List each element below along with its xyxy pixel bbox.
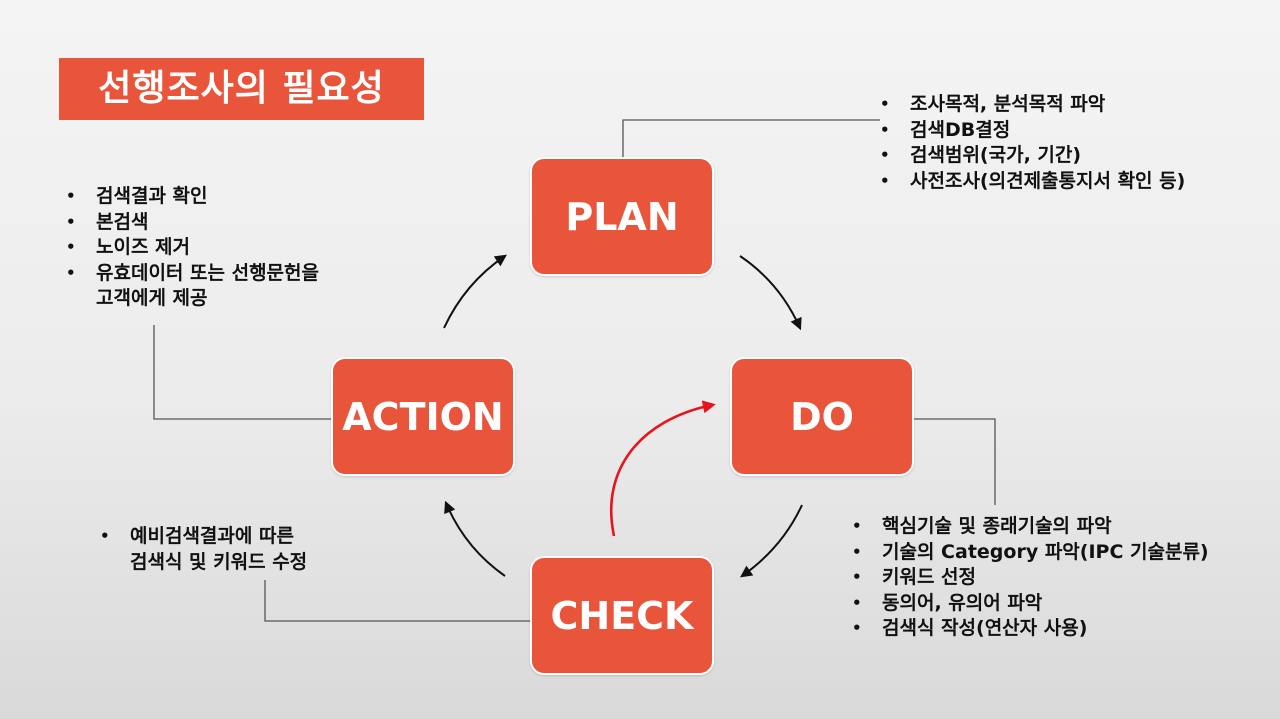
arrow-do-to-check [740, 504, 803, 578]
arrow-plan-to-do [739, 255, 802, 331]
action-note-item: 노이즈 제거 [66, 235, 319, 261]
do-connector-line [914, 418, 996, 505]
do-note-item: 기술의 Category 파악(IPC 기술분류) [852, 540, 1209, 566]
stage-check: CHECK [530, 556, 714, 675]
action-note-item-continuation: 고객에게 제공 [96, 287, 208, 309]
check-note-item: 예비검색결과에 따른 [100, 524, 307, 550]
action-note-item: 검색결과 확인 [66, 184, 319, 210]
action-connector-line [153, 325, 331, 420]
plan-connector-line [622, 119, 880, 157]
do-note-item: 동의어, 유의어 파악 [852, 591, 1209, 617]
page-title: 선행조사의 필요성 [59, 58, 424, 120]
do-note-item: 검색식 작성(연산자 사용) [852, 616, 1209, 642]
action-note-item: 본검색 [66, 210, 319, 236]
do-note-item: 핵심기술 및 종래기술의 파악 [852, 514, 1209, 540]
check-note-item-continuation: 검색식 및 키워드 수정 [130, 550, 308, 573]
plan-notes-list: 조사목적, 분석목적 파악 검색DB결정 검색범위(국가, 기간) 사전조사(의… [880, 92, 1185, 194]
arrow-check-to-action [444, 500, 506, 577]
stage-plan: PLAN [530, 157, 714, 276]
do-notes-list: 핵심기술 및 종래기술의 파악 기술의 Category 파악(IPC 기술분류… [852, 514, 1209, 642]
action-note-item: 유효데이터 또는 선행문헌을 [66, 261, 319, 287]
arrow-action-to-plan [443, 254, 507, 329]
plan-note-item: 조사목적, 분석목적 파악 [880, 92, 1185, 118]
check-connector-line [264, 580, 530, 622]
plan-note-item: 사전조사(의견제출통지서 확인 등) [880, 169, 1185, 195]
arrow-check-to-do-feedback [609, 400, 716, 537]
stage-do: DO [730, 357, 914, 476]
plan-note-item: 검색DB결정 [880, 118, 1185, 144]
action-notes-list: 검색결과 확인 본검색 노이즈 제거 유효데이터 또는 선행문헌을 고객에게 제… [66, 184, 319, 312]
plan-note-item: 검색범위(국가, 기간) [880, 143, 1185, 169]
stage-action: ACTION [331, 357, 515, 476]
check-notes-list: 예비검색결과에 따른 검색식 및 키워드 수정 [100, 524, 307, 575]
do-note-item: 키워드 선정 [852, 565, 1209, 591]
